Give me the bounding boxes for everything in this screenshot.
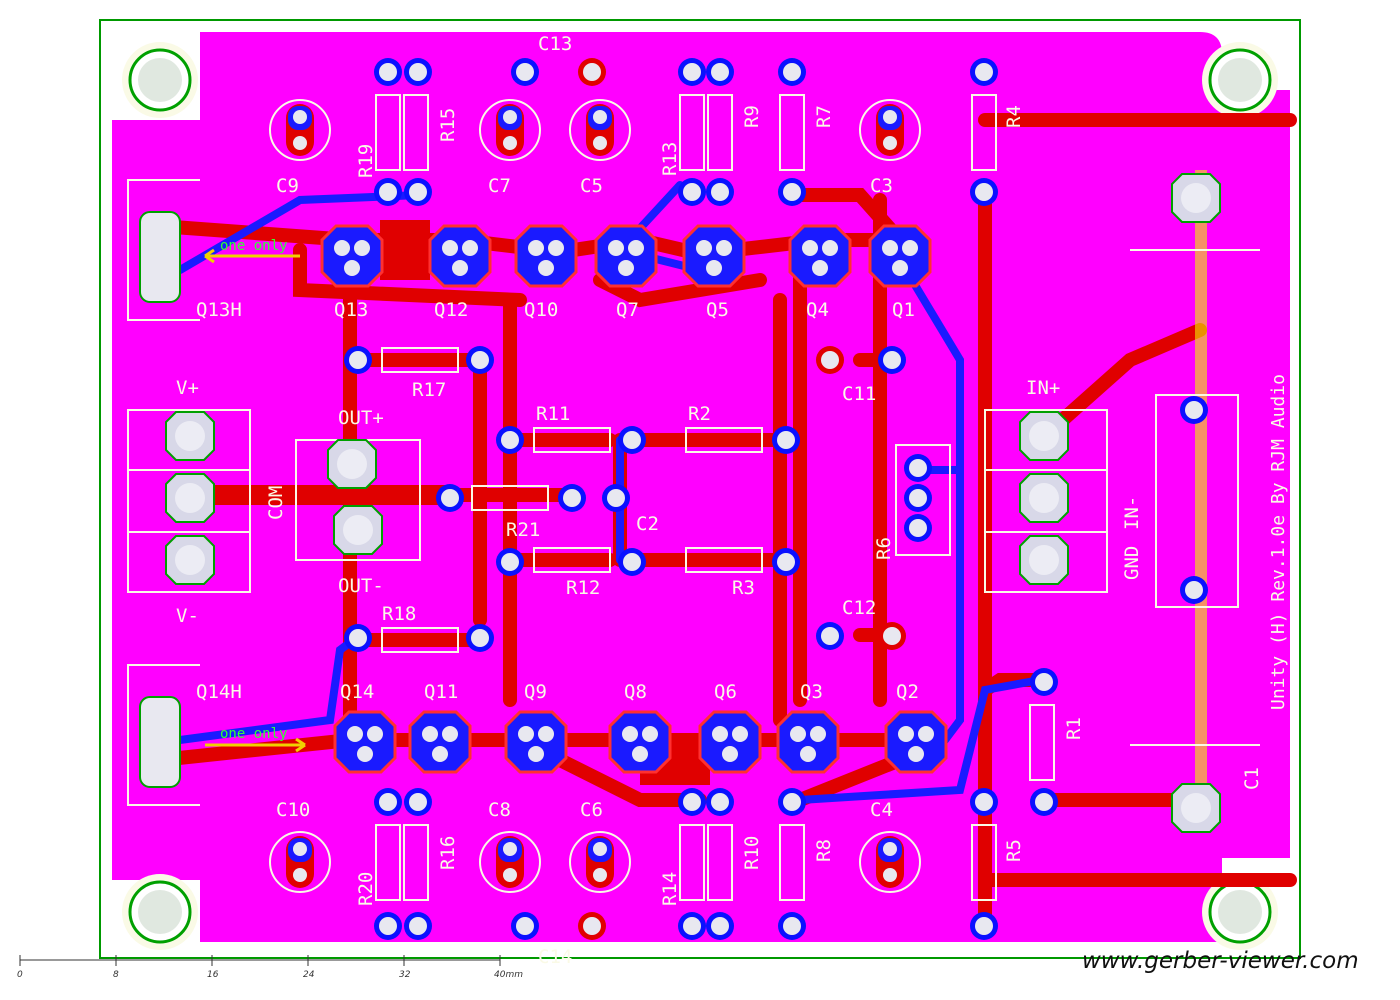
- watermark-text[interactable]: www.gerber-viewer.com: [1082, 948, 1359, 974]
- label-out-plus: OUT+: [338, 407, 384, 429]
- label-q7: Q7: [616, 299, 639, 321]
- one-only-note-top: one only: [220, 238, 287, 254]
- label-c5: C5: [580, 175, 603, 197]
- scale-tick-16: 16: [207, 970, 219, 980]
- label-q5: Q5: [706, 299, 729, 321]
- label-c10: C10: [276, 799, 310, 821]
- label-r14: R14: [659, 872, 681, 906]
- board-revision-text: Unity (H) Rev.1.0e By RJM Audio: [1268, 374, 1289, 710]
- label-out-minus: OUT-: [338, 575, 384, 597]
- label-c12: C12: [842, 597, 876, 619]
- label-c6: C6: [580, 799, 603, 821]
- label-q14h: Q14H: [196, 681, 242, 703]
- label-r13: R13: [659, 142, 681, 176]
- label-q13: Q13: [334, 299, 368, 321]
- label-r8: R8: [813, 839, 835, 862]
- label-c1: C1: [1241, 767, 1263, 790]
- label-r4: R4: [1003, 105, 1025, 128]
- label-r19: R19: [355, 144, 377, 178]
- label-q4: Q4: [806, 299, 829, 321]
- scale-tick-24: 24: [303, 970, 315, 980]
- label-v-plus: V+: [176, 377, 199, 399]
- mounting-hole-top-right: [1200, 40, 1280, 120]
- mounting-hole-bottom-left: [120, 872, 200, 952]
- label-r17: R17: [412, 379, 446, 401]
- scale-tick-40mm: 40mm: [494, 970, 523, 980]
- label-r20: R20: [355, 872, 377, 906]
- scale-tick-0: 0: [17, 970, 23, 980]
- label-in-plus: IN+: [1026, 377, 1060, 399]
- label-r5: R5: [1003, 839, 1025, 862]
- label-r9: R9: [741, 105, 763, 128]
- label-c3: C3: [870, 175, 893, 197]
- label-q11: Q11: [424, 681, 458, 703]
- label-r21: R21: [506, 519, 540, 541]
- label-c4: C4: [870, 799, 893, 821]
- label-q3: Q3: [800, 681, 823, 703]
- label-q12: Q12: [434, 299, 468, 321]
- label-r11: R11: [536, 403, 570, 425]
- label-gnd: GND: [1121, 546, 1143, 580]
- label-q13h: Q13H: [196, 299, 242, 321]
- label-r6: R6: [873, 537, 895, 560]
- label-r18: R18: [382, 603, 416, 625]
- heatsink-transistor-pads: [139, 211, 181, 788]
- label-q9: Q9: [524, 681, 547, 703]
- label-r16: R16: [437, 836, 459, 870]
- label-in-minus: IN-: [1121, 496, 1143, 530]
- label-r7: R7: [813, 105, 835, 128]
- label-q1: Q1: [892, 299, 915, 321]
- label-r1: R1: [1063, 717, 1085, 740]
- label-q8: Q8: [624, 681, 647, 703]
- label-c8: C8: [488, 799, 511, 821]
- label-r2: R2: [688, 403, 711, 425]
- one-only-note-bottom: one only: [220, 726, 287, 742]
- label-com: COM: [265, 486, 287, 520]
- mounting-hole-top-left: [120, 40, 200, 120]
- label-r3: R3: [732, 577, 755, 599]
- label-q2: Q2: [896, 681, 919, 703]
- label-c2: C2: [636, 513, 659, 535]
- label-c7: C7: [488, 175, 511, 197]
- label-c13: C13: [538, 33, 572, 55]
- label-r10: R10: [741, 836, 763, 870]
- scale-bar: 0 8 16 24 32 40mm: [17, 955, 523, 980]
- label-q6: Q6: [714, 681, 737, 703]
- label-r12: R12: [566, 577, 600, 599]
- label-q14: Q14: [340, 681, 374, 703]
- label-r15: R15: [437, 108, 459, 142]
- label-q10: Q10: [524, 299, 558, 321]
- label-v-minus: V-: [176, 605, 199, 627]
- label-c9: C9: [276, 175, 299, 197]
- scale-tick-8: 8: [113, 970, 119, 980]
- label-c14: C14: [538, 946, 572, 968]
- one-only-arrows: [204, 248, 306, 753]
- scale-tick-32: 32: [399, 970, 411, 980]
- resistor-bodies: [375, 94, 1055, 901]
- label-c11: C11: [842, 383, 876, 405]
- silkscreen-outlines: [127, 179, 1260, 806]
